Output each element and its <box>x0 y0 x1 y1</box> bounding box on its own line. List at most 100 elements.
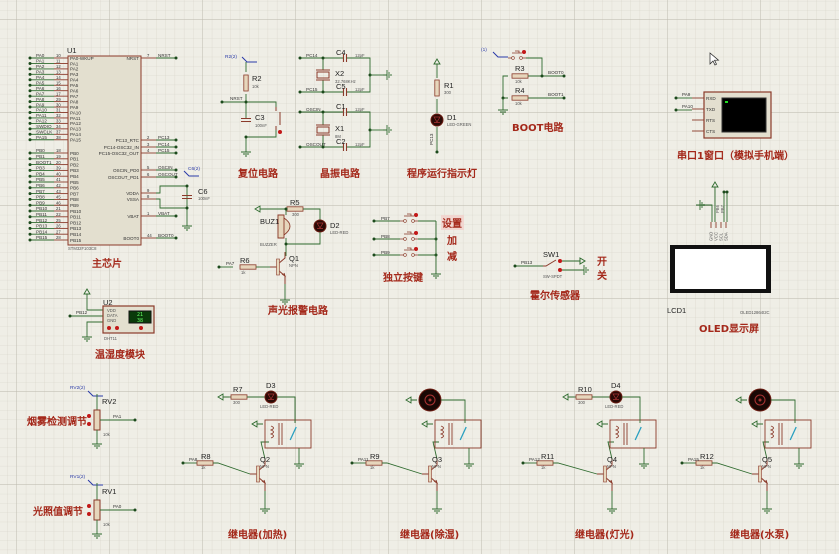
led-ref: D3 <box>266 381 276 390</box>
transistor-value: NPN <box>607 464 616 469</box>
capacitor[interactable] <box>342 108 348 116</box>
relay[interactable] <box>264 419 312 449</box>
button-state-indicator[interactable] <box>139 326 143 330</box>
pin-name: PB9 <box>70 203 79 208</box>
stm32-chip[interactable] <box>67 55 142 246</box>
potentiometer[interactable] <box>93 499 101 521</box>
crystal[interactable] <box>316 126 330 134</box>
pin-name: PB15 <box>70 238 82 243</box>
pin-name: PA14 <box>70 132 81 137</box>
key-label-set: 设置 <box>442 217 462 230</box>
junction-dot <box>174 56 178 60</box>
buzzer-icon[interactable] <box>277 214 291 239</box>
net-label: PC15 <box>306 87 318 92</box>
pin-number: 10 <box>56 53 61 58</box>
c2-ref: C2 <box>336 137 346 146</box>
resistor[interactable] <box>511 95 529 101</box>
capacitor[interactable] <box>241 117 251 123</box>
contact <box>511 56 515 60</box>
resistor[interactable] <box>434 79 440 97</box>
net-label: PA2 <box>36 64 45 69</box>
relay-coil <box>269 423 283 445</box>
voltage-probe-icon[interactable] <box>183 170 199 177</box>
button-state-indicator[interactable] <box>115 326 119 330</box>
button-state-indicator[interactable] <box>414 213 418 217</box>
capacitor[interactable] <box>342 88 348 96</box>
voltage-probe-icon[interactable] <box>87 390 103 397</box>
resistor[interactable] <box>230 394 248 400</box>
ground-icon <box>280 296 290 305</box>
ground-icon <box>498 106 508 115</box>
led-icon[interactable] <box>430 113 444 127</box>
resistor[interactable] <box>575 394 593 400</box>
push-button[interactable] <box>400 231 418 240</box>
caption-relay: 继电器(水泵) <box>730 528 789 541</box>
pin-number: 4 <box>147 148 150 153</box>
capacitor[interactable] <box>342 54 348 62</box>
d2-value: LED-RED <box>330 230 348 235</box>
spdt-switch[interactable] <box>543 259 557 267</box>
r4-value: 10k <box>515 101 523 106</box>
button-state-indicator[interactable] <box>414 231 418 235</box>
button-state-indicator[interactable] <box>522 50 526 54</box>
pin-number: 37 <box>56 130 61 135</box>
junction-dot <box>321 110 325 114</box>
pot-decrease[interactable] <box>87 512 91 516</box>
junction-dot <box>28 203 32 207</box>
switch-contact[interactable] <box>558 268 562 272</box>
junction-dot <box>174 168 178 172</box>
push-button[interactable] <box>400 213 418 222</box>
push-button[interactable] <box>508 50 526 59</box>
ground-icon <box>92 440 102 449</box>
resistor-ref: R12 <box>700 452 714 461</box>
net-label: PA6 <box>36 86 45 91</box>
crystal[interactable] <box>316 71 330 79</box>
led-icon[interactable] <box>313 219 327 233</box>
resistor[interactable] <box>239 264 257 270</box>
voltage-probe-icon[interactable] <box>87 479 103 486</box>
resistor[interactable] <box>511 73 529 79</box>
pot-decrease[interactable] <box>87 422 91 426</box>
ground-icon <box>383 70 392 80</box>
wire <box>432 441 439 460</box>
relay[interactable] <box>609 419 657 449</box>
pot-increase[interactable] <box>87 504 91 508</box>
ground-icon <box>432 505 442 514</box>
junction-dot <box>562 96 566 100</box>
button-state-indicator[interactable] <box>278 130 282 134</box>
push-button[interactable] <box>400 247 418 256</box>
relay[interactable] <box>764 419 812 449</box>
net-label: PC15 <box>158 148 170 153</box>
capacitor[interactable] <box>182 194 192 200</box>
junction-dot <box>540 74 544 78</box>
cap-value: 12pF <box>355 142 365 147</box>
resistor[interactable] <box>286 206 304 212</box>
pin-number: 28 <box>56 235 61 240</box>
relay[interactable] <box>434 419 482 449</box>
button-state-indicator[interactable] <box>414 247 418 251</box>
voltage-probe-icon[interactable] <box>241 56 257 63</box>
capacitor[interactable] <box>342 143 348 151</box>
d2-ref: D2 <box>330 221 340 230</box>
pin-number: 14 <box>56 75 61 80</box>
junction-dot <box>28 111 32 114</box>
led-icon[interactable] <box>609 390 623 404</box>
pin-number: 3 <box>147 142 150 147</box>
pot-increase[interactable] <box>87 414 91 418</box>
contact <box>403 219 407 223</box>
voltage-probe-icon[interactable] <box>492 51 508 58</box>
junction-dot <box>244 135 248 139</box>
reset-button[interactable] <box>275 107 281 130</box>
switch-contact[interactable] <box>558 259 562 263</box>
button-state-indicator[interactable] <box>107 326 111 330</box>
net-label: PA3 <box>36 70 45 75</box>
net-label: PB7 <box>381 216 390 221</box>
relay-switch-contact <box>289 426 297 441</box>
power-icon <box>251 420 263 428</box>
potentiometer[interactable] <box>93 409 101 431</box>
switch-off-label: 关 <box>597 269 607 282</box>
led-icon[interactable] <box>264 390 278 404</box>
resistor[interactable] <box>243 74 249 92</box>
